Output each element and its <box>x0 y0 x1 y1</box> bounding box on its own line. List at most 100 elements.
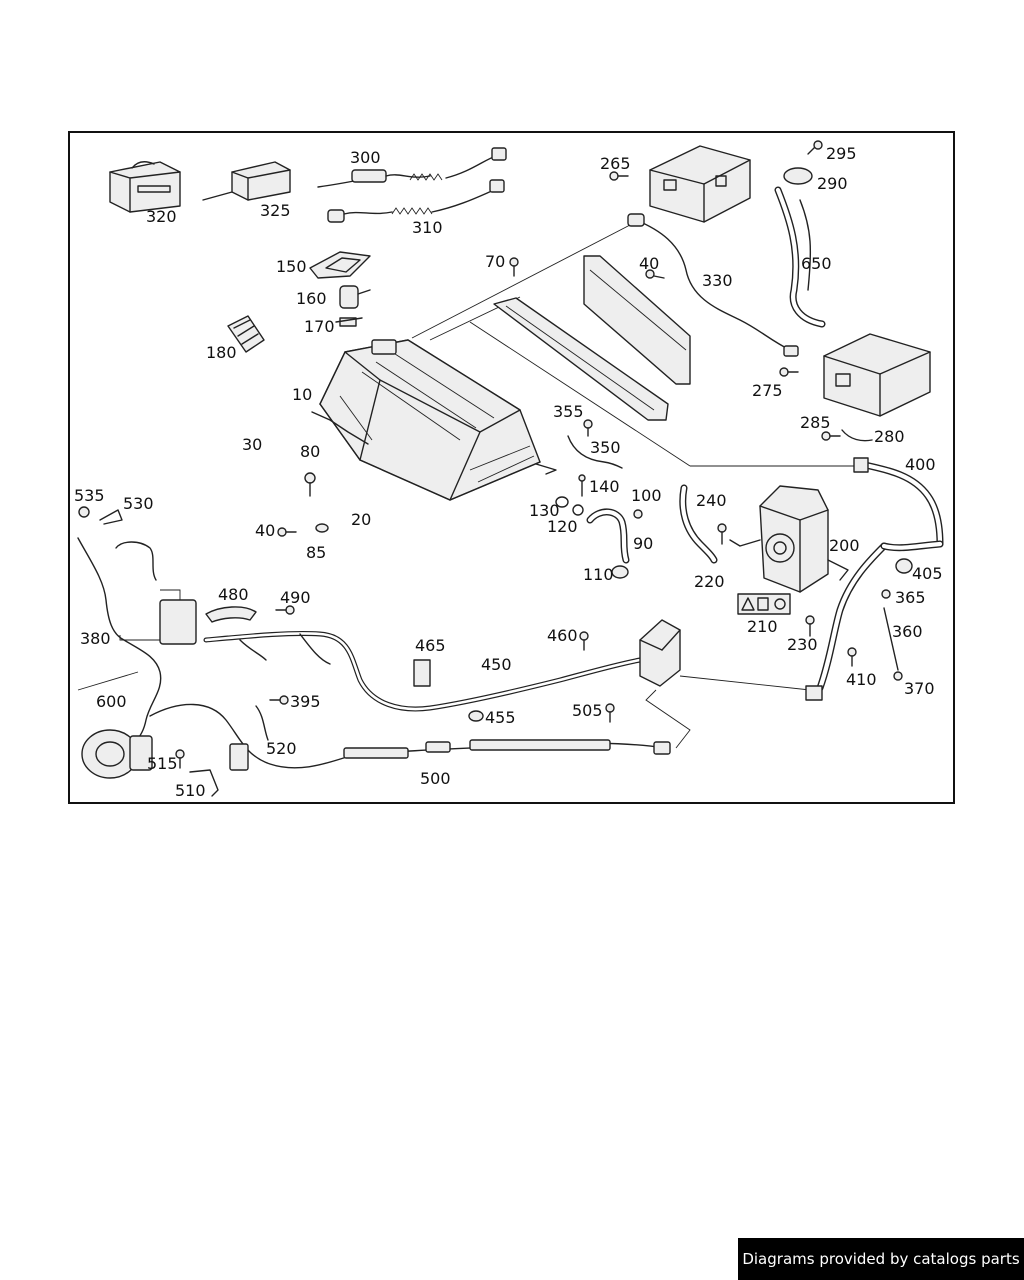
part-325-module[interactable] <box>202 161 291 201</box>
callout-490[interactable]: 490 <box>280 588 311 607</box>
part-150-cover[interactable] <box>309 251 371 279</box>
part-160-mount[interactable] <box>339 285 371 309</box>
callout-350[interactable]: 350 <box>590 438 621 457</box>
callout-40-left[interactable]: 40 <box>255 521 275 540</box>
part-rail-lower[interactable] <box>493 297 669 421</box>
part-280-module[interactable] <box>823 333 931 417</box>
part-90-hose[interactable] <box>586 508 630 564</box>
part-530-bracket[interactable] <box>99 509 123 525</box>
part-200-drive-unit[interactable] <box>729 485 849 593</box>
part-465-bracket[interactable] <box>413 659 431 687</box>
part-180-connector[interactable] <box>227 315 265 353</box>
part-460-unit[interactable] <box>639 619 681 687</box>
callout-180[interactable]: 180 <box>206 343 237 362</box>
callout-110[interactable]: 110 <box>583 565 614 584</box>
callout-530[interactable]: 530 <box>123 494 154 513</box>
part-450-harness[interactable] <box>203 630 643 712</box>
part-395-cable[interactable] <box>255 705 269 741</box>
callout-310[interactable]: 310 <box>412 218 443 237</box>
part-520-connector[interactable] <box>229 743 249 771</box>
part-500-harness[interactable] <box>149 703 671 769</box>
part-compressor[interactable] <box>81 729 153 779</box>
part-10-battery-pack[interactable] <box>311 339 557 501</box>
callout-20[interactable]: 20 <box>351 510 371 529</box>
callout-325[interactable]: 325 <box>260 201 291 220</box>
callout-410[interactable]: 410 <box>846 670 877 689</box>
callout-400[interactable]: 400 <box>905 455 936 474</box>
callout-275[interactable]: 275 <box>752 381 783 400</box>
callout-320[interactable]: 320 <box>146 207 177 226</box>
part-290-cap[interactable] <box>783 167 813 185</box>
callout-85[interactable]: 85 <box>306 543 326 562</box>
callout-505[interactable]: 505 <box>572 701 603 720</box>
callout-330[interactable]: 330 <box>702 271 733 290</box>
callout-170[interactable]: 170 <box>304 317 335 336</box>
part-120-clamp[interactable] <box>572 504 584 516</box>
callout-10[interactable]: 10 <box>292 385 312 404</box>
part-320-case[interactable] <box>109 161 181 213</box>
callout-650[interactable]: 650 <box>801 254 832 273</box>
callout-280[interactable]: 280 <box>874 427 905 446</box>
part-330-line[interactable] <box>627 213 799 357</box>
part-310-cable[interactable] <box>327 179 505 223</box>
callout-120[interactable]: 120 <box>547 517 578 536</box>
callout-360[interactable]: 360 <box>892 622 923 641</box>
callout-460[interactable]: 460 <box>547 626 578 645</box>
part-480-clip[interactable] <box>205 606 257 623</box>
callout-365[interactable]: 365 <box>895 588 926 607</box>
callout-290[interactable]: 290 <box>817 174 848 193</box>
callout-295[interactable]: 295 <box>826 144 857 163</box>
part-650-harness[interactable] <box>774 186 826 328</box>
callout-300[interactable]: 300 <box>350 148 381 167</box>
part-350-cable[interactable] <box>567 435 623 469</box>
callout-395[interactable]: 395 <box>290 692 321 711</box>
callout-455[interactable]: 455 <box>485 708 516 727</box>
callout-465[interactable]: 465 <box>415 636 446 655</box>
callout-535[interactable]: 535 <box>74 486 105 505</box>
callout-30[interactable]: 30 <box>242 435 262 454</box>
part-265-inverter[interactable] <box>649 145 751 223</box>
part-360-pipe[interactable] <box>883 607 899 671</box>
part-295-screw[interactable] <box>807 140 823 155</box>
callout-520[interactable]: 520 <box>266 739 297 758</box>
callout-150[interactable]: 150 <box>276 257 307 276</box>
callout-370[interactable]: 370 <box>904 679 935 698</box>
callout-160[interactable]: 160 <box>296 289 327 308</box>
part-130-ring[interactable] <box>555 496 569 508</box>
callout-80[interactable]: 80 <box>300 442 320 461</box>
callout-200[interactable]: 200 <box>829 536 860 555</box>
callout-240[interactable]: 240 <box>696 491 727 510</box>
callout-70[interactable]: 70 <box>485 252 505 271</box>
callout-515[interactable]: 515 <box>147 754 178 773</box>
part-110-clamp[interactable] <box>611 565 629 579</box>
callout-140[interactable]: 140 <box>589 477 620 496</box>
callout-405[interactable]: 405 <box>912 564 943 583</box>
callout-355[interactable]: 355 <box>553 402 584 421</box>
part-170-bolt[interactable] <box>335 317 363 327</box>
callout-510[interactable]: 510 <box>175 781 206 800</box>
part-210-warning-label[interactable] <box>737 593 791 615</box>
callout-450[interactable]: 450 <box>481 655 512 674</box>
callout-285[interactable]: 285 <box>800 413 831 432</box>
callout-230[interactable]: 230 <box>787 635 818 654</box>
part-240-hose[interactable] <box>679 484 718 564</box>
callout-380[interactable]: 380 <box>80 629 111 648</box>
callout-500[interactable]: 500 <box>420 769 451 788</box>
part-rail-upper[interactable] <box>583 255 691 385</box>
part-405-grommet[interactable] <box>895 558 913 574</box>
callout-480[interactable]: 480 <box>218 585 249 604</box>
callout-600[interactable]: 600 <box>96 692 127 711</box>
callout-90[interactable]: 90 <box>633 534 653 553</box>
callout-220[interactable]: 220 <box>694 572 725 591</box>
callout-130[interactable]: 130 <box>529 501 560 520</box>
credit-banner: Diagrams provided by catalogs parts <box>738 1238 1024 1280</box>
callout-40-top[interactable]: 40 <box>639 254 659 273</box>
part-400-hose[interactable] <box>805 457 944 701</box>
callout-210[interactable]: 210 <box>747 617 778 636</box>
part-300-cable[interactable] <box>317 147 507 188</box>
part-380-harness[interactable] <box>77 537 197 751</box>
part-285-wire[interactable] <box>841 429 873 442</box>
part-510-bracket[interactable] <box>189 769 219 797</box>
callout-265[interactable]: 265 <box>600 154 631 173</box>
callout-100[interactable]: 100 <box>631 486 662 505</box>
